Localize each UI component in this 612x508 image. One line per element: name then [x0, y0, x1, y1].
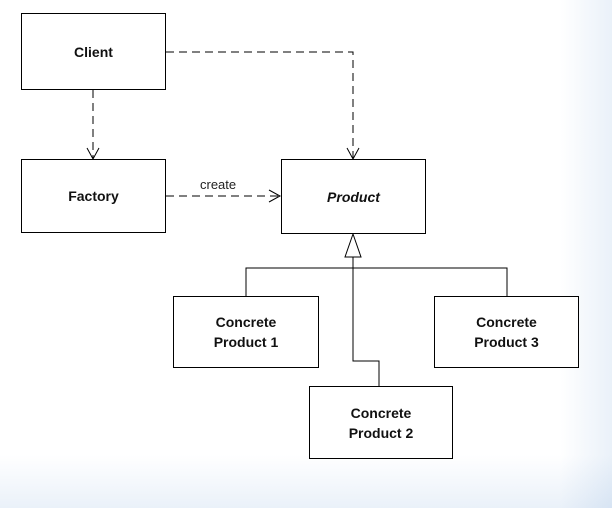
generalization-triangle — [344, 232, 362, 258]
generalization-branch-1-3 — [245, 267, 508, 296]
concrete-product-1-box[interactable]: Concrete Product 1 — [173, 296, 319, 368]
client-box[interactable]: Client — [21, 13, 166, 90]
create-label: create — [200, 177, 237, 192]
concrete-product-1-label: Concrete Product 1 — [213, 314, 279, 350]
concrete-product-2-label: Concrete Product 2 — [348, 404, 414, 441]
concrete-product-3-box[interactable]: Concrete Product 3 — [434, 296, 579, 368]
client-label: Client — [74, 43, 113, 60]
factory-box[interactable]: Factory — [21, 159, 166, 233]
product-box[interactable]: Product — [281, 159, 426, 234]
product-label: Product — [327, 188, 380, 205]
client-to-product-dependency — [166, 51, 354, 158]
factory-to-product-arrowhead — [268, 189, 282, 203]
factory-label: Factory — [68, 188, 119, 204]
concrete-product-2-box[interactable]: Concrete Product 2 — [309, 386, 453, 459]
concrete-product-3-label: Concrete Product 3 — [474, 314, 539, 350]
generalization-trunk — [352, 257, 380, 386]
